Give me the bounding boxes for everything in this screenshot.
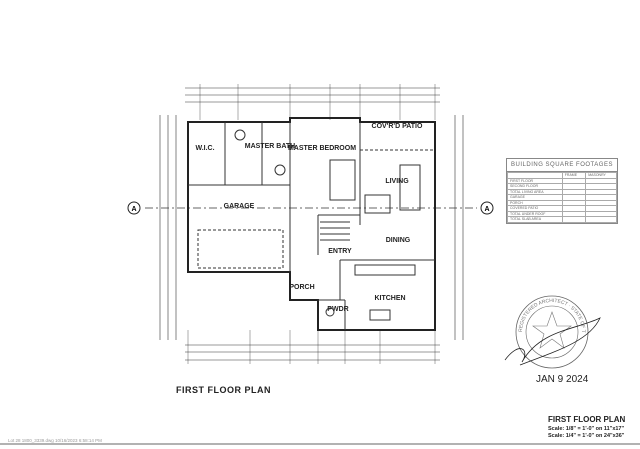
signature [504,317,601,366]
room-label-wic: W.I.C. [195,145,214,152]
dimension-lines [159,84,464,364]
table-row: TOTAL SLAB AREA [507,216,617,223]
section-marker-left: A [127,201,141,215]
signature-date: JAN 9 2024 [536,374,589,385]
table-title: BUILDING SQUARE FOOTAGES [507,159,617,172]
room-label-master-bedroom: MASTER BEDROOM [288,145,356,152]
svg-text:REGISTERED ARCHITECT · STATE O: REGISTERED ARCHITECT · STATE OF TEXAS [0,0,586,333]
svg-text:A: A [131,206,136,213]
room-label-entry: ENTRY [328,248,352,255]
scale-note-2: Scale: 1/4" = 1'-0" on 24"x36" [548,433,625,439]
svg-text:A: A [484,206,489,213]
file-footer: Lot 28 1800_3339.dwg 10/16/2023 6:58:14 … [8,438,102,443]
architect-seal: REGISTERED ARCHITECT · STATE OF TEXAS [0,0,589,369]
room-label-powder: PWDR [327,306,348,313]
title-block-title: FIRST FLOOR PLAN [548,415,626,424]
room-label-porch: PORCH [289,284,314,291]
room-label-garage: GARAGE [224,203,255,210]
interior-walls [188,122,435,330]
section-marker-right: A [480,201,494,215]
scale-note-1: Scale: 1/8" = 1'-0" on 11"x17" [548,426,625,432]
plan-title: FIRST FLOOR PLAN [176,385,271,395]
room-label-living: LIVING [385,178,409,185]
room-label-master-bath: MASTER BATH [245,143,295,150]
room-label-kitchen: KITCHEN [374,295,405,302]
room-label-covered-patio: COV'R'D PATIO [372,123,423,130]
room-label-dining: DINING [386,237,411,244]
